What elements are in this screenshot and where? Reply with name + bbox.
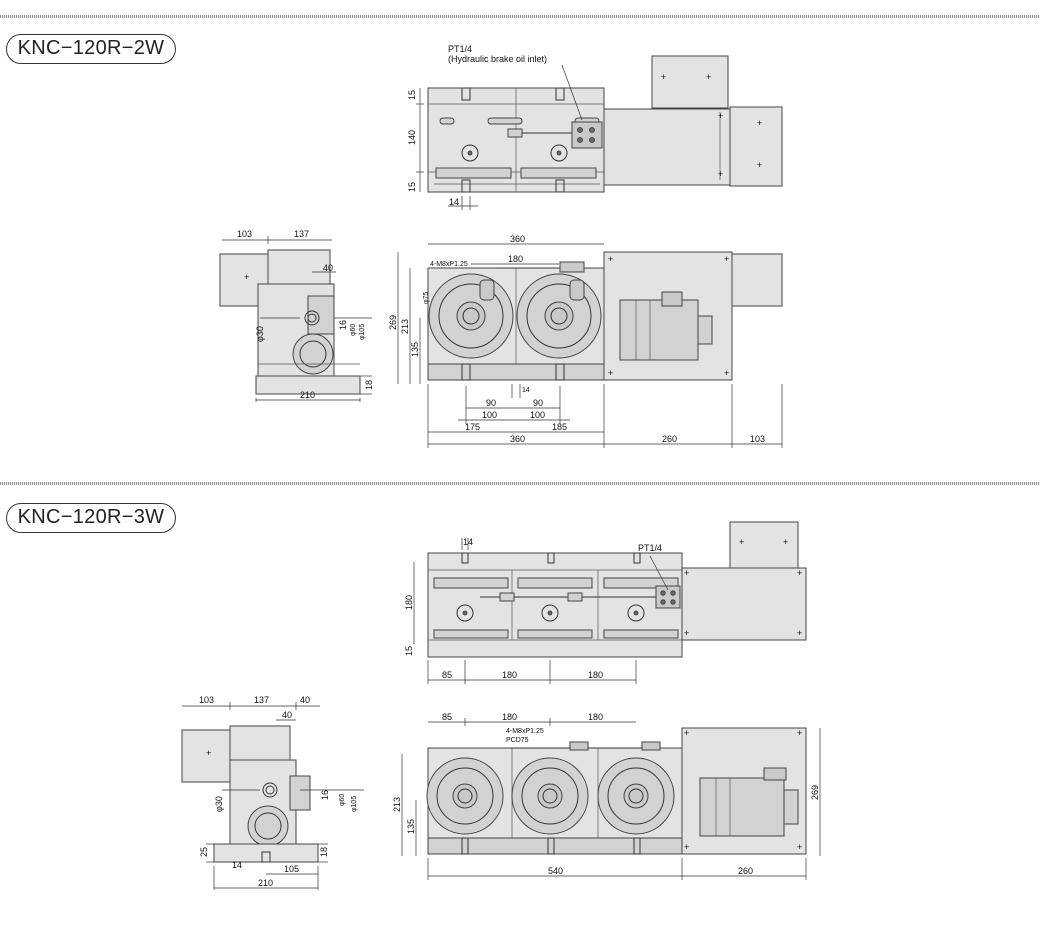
svg-text:+: + [718,111,723,121]
front3-dim-85: 85 [442,712,452,722]
top3-dim-180-a: 180 [502,670,517,680]
side3-dim-25: 25 [199,847,209,857]
front3-pcd-note: PCD75 [506,737,529,744]
front3-dim-540: 540 [548,866,563,876]
svg-text:+: + [206,748,211,758]
svg-text:+: + [244,272,249,282]
svg-text:+: + [757,118,762,128]
side-dim-210: 210 [300,390,315,400]
side3-dim-phi30: φ30 [214,796,224,812]
model-title-2w: KNC−120R−2W [6,34,176,64]
top3-dim-85: 85 [442,670,452,680]
side-dim-phi60: φ60 [350,324,357,336]
side-dim-40: 40 [323,263,333,273]
model-title-3w: KNC−120R−3W [6,503,176,533]
note-pt-3w: PT1/4 [638,543,662,553]
dim-top-15a: 15 [407,90,417,100]
front-dim-360-bottom: 360 [510,434,525,444]
front-dim-269: 269 [388,315,398,330]
svg-text:+: + [684,568,689,578]
side-dim-18: 18 [364,380,374,390]
side3-dim-phi60: φ60 [339,794,346,806]
side-view-3w: + 103 137 40 40 φ30 16 φ60 φ105 25 14 10… [181,695,364,890]
svg-text:+: + [718,169,723,179]
top3-dim-180-height: 180 [404,595,414,610]
side-view-2w: + 103 137 40 φ30 16 φ60 φ105 18 210 [219,229,374,402]
front-dim-213: 213 [400,319,410,334]
front-dim-260: 260 [662,434,677,444]
svg-text:+: + [757,160,762,170]
top-view-2w: + + + + + + PT1/4 (Hydraulic brake oil i… [407,44,783,210]
svg-text:+: + [797,842,802,852]
front3-dim-260: 260 [738,866,753,876]
section-divider-middle [0,482,1040,485]
front-dim-phi75: φ75 [423,292,430,304]
front-dim-100-right: 100 [530,410,545,420]
side3-dim-137: 137 [254,695,269,705]
side3-dim-105: 105 [284,864,299,874]
top-view-3w: + + + + + + PT1/4 14 180 15 85 180 180 [404,521,807,684]
side-dim-137: 137 [294,229,309,239]
dim-top-15b: 15 [407,182,417,192]
svg-text:+: + [739,537,744,547]
dim-top-14: 14 [449,197,459,207]
side3-dim-40-inner: 40 [282,710,292,720]
front3-dim-180-b: 180 [588,712,603,722]
svg-text:+: + [724,254,729,264]
svg-text:+: + [684,728,689,738]
side-dim-phi105: φ105 [359,324,366,340]
side3-dim-103: 103 [199,695,214,705]
svg-text:+: + [797,728,802,738]
top3-dim-15: 15 [404,646,414,656]
svg-text:+: + [797,568,802,578]
front3-dim-269: 269 [810,785,820,800]
front-dim-100-left: 100 [482,410,497,420]
svg-text:+: + [608,254,613,264]
front-dim-180: 180 [508,254,523,264]
svg-text:+: + [684,842,689,852]
side3-dim-phi105: φ105 [351,796,358,812]
svg-text:+: + [706,72,711,82]
front-dim-14: 14 [522,387,530,394]
front-dim-360-top: 360 [510,234,525,244]
svg-text:+: + [724,368,729,378]
top3-dim-14: 14 [463,537,473,547]
front3-thread-note: 4-M8xP1.25 [506,728,544,735]
side-dim-103: 103 [237,229,252,239]
front-view-3w: + + + + 85 180 180 4-M8xP1.25 PCD75 213 … [392,712,821,880]
svg-text:+: + [661,72,666,82]
side-dim-16: 16 [338,320,348,330]
side3-dim-14: 14 [232,860,242,870]
front-dim-90-left: 90 [486,398,496,408]
side3-dim-18: 18 [319,847,329,857]
side3-dim-40-top: 40 [300,695,310,705]
svg-text:+: + [684,628,689,638]
side-dim-phi30: φ30 [255,326,265,342]
front-view-2w: + + + + 360 4-M8xP1.25 180 φ75 269 213 1… [388,234,783,448]
note-hydraulic-2w: (Hydraulic brake oil inlet) [448,54,547,64]
front-dim-185: 185 [552,422,567,432]
front-dim-103: 103 [750,434,765,444]
dim-top-140: 140 [407,130,417,145]
svg-text:+: + [783,537,788,547]
top3-dim-180-b: 180 [588,670,603,680]
svg-text:+: + [797,628,802,638]
front3-dim-180-a: 180 [502,712,517,722]
front-thread-note: 4-M8xP1.25 [430,261,468,268]
note-pt-2w: PT1/4 [448,44,472,54]
front3-dim-213: 213 [392,797,402,812]
section-divider-top [0,15,1040,18]
front3-dim-135: 135 [406,819,416,834]
front-dim-135: 135 [410,342,420,357]
front-dim-90-right: 90 [533,398,543,408]
side3-dim-16: 16 [320,790,330,800]
front-dim-175: 175 [465,422,480,432]
side3-dim-210: 210 [258,878,273,888]
svg-text:+: + [608,368,613,378]
